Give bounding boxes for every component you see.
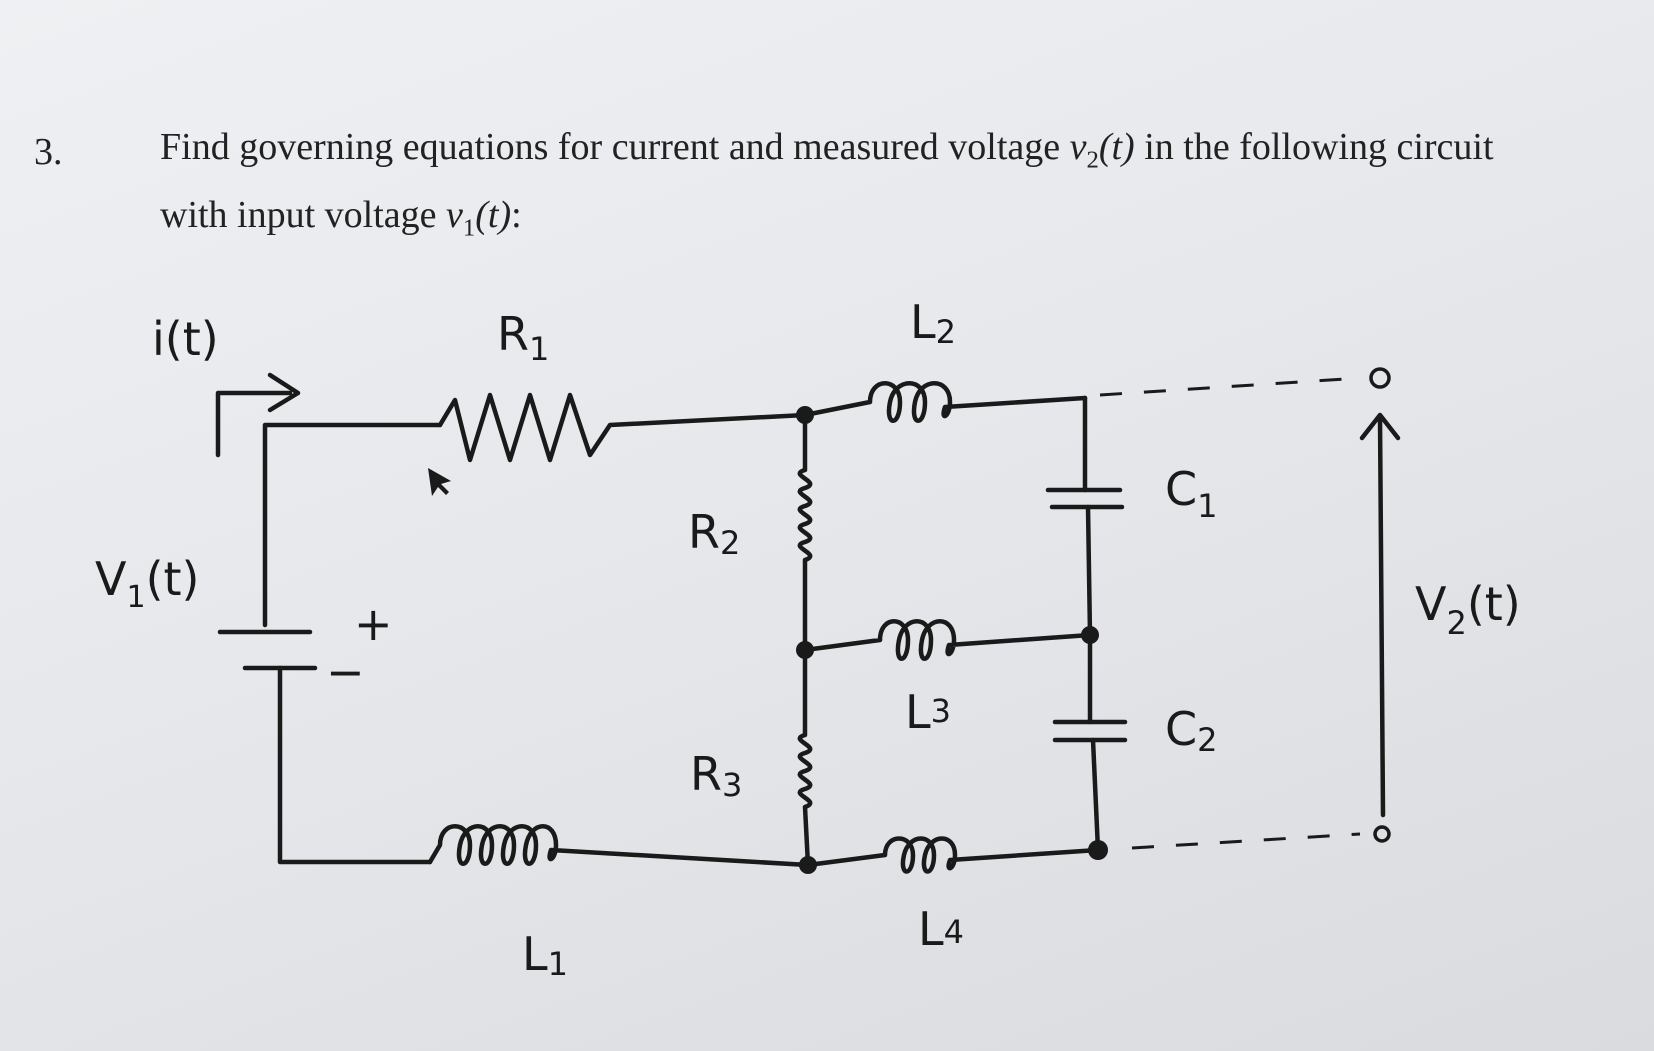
label-R3: R3 xyxy=(690,747,742,804)
output-dash-top xyxy=(1099,376,1361,397)
node-c1-c2-junction xyxy=(1081,626,1099,644)
output-voltage-arrow xyxy=(1359,412,1401,818)
L3-inductor xyxy=(802,619,1093,661)
label-C2: C2 xyxy=(1165,702,1217,759)
cursor-arrow-icon xyxy=(428,468,451,496)
wire-c2-bottom xyxy=(1090,737,1101,853)
wire-c1-bottom xyxy=(1085,504,1093,638)
v1-subscript: 1 xyxy=(462,214,476,242)
label-R2: R2 xyxy=(688,505,740,562)
label-C1: C1 xyxy=(1165,462,1217,525)
wire-top-left xyxy=(262,422,443,628)
v2-subscript: 2 xyxy=(1086,146,1099,174)
label-source: V1(t) xyxy=(95,552,200,615)
label-L3: L3 xyxy=(905,685,951,739)
statement-line1-post: in the following circuit xyxy=(1134,126,1494,168)
L2-inductor xyxy=(802,381,1088,423)
v1-symbol: v xyxy=(446,193,463,236)
label-L4: L4 xyxy=(918,902,964,956)
L1-inductor xyxy=(427,824,811,868)
problem-number: 3. xyxy=(34,131,63,173)
label-output: V2(t) xyxy=(1415,577,1521,642)
statement-line1-pre: Find governing equations for current and… xyxy=(160,126,1070,168)
output-dash-bottom xyxy=(1131,832,1361,850)
R3-resistor xyxy=(797,647,813,868)
label-L1: L1 xyxy=(522,927,568,983)
v1-argument: (t) xyxy=(475,193,512,236)
node-bottom-junction xyxy=(799,856,817,874)
label-minus: − xyxy=(326,645,365,699)
current-arrow xyxy=(215,372,301,458)
R1-resistor xyxy=(437,392,808,463)
label-R1: R1 xyxy=(497,307,549,368)
output-terminal-top xyxy=(1369,367,1391,389)
v2-symbol: v xyxy=(1069,126,1087,168)
label-current: i(t) xyxy=(152,312,219,366)
problem-statement: Find governing equations for current and… xyxy=(160,120,1630,255)
label-plus: + xyxy=(354,597,393,651)
node-bottom-right-junction xyxy=(1088,840,1108,860)
output-terminal-bottom xyxy=(1373,825,1391,843)
R2-resistor xyxy=(797,412,813,653)
node-top-junction xyxy=(796,406,814,424)
v2-argument: (t) xyxy=(1098,126,1135,168)
statement-line2-post: : xyxy=(511,193,522,236)
L4-inductor xyxy=(805,836,1101,874)
statement-line2-pre: with input voltage xyxy=(160,193,447,236)
node-middle-junction xyxy=(796,641,814,659)
label-L2: L2 xyxy=(910,295,956,351)
wire-bottom-left xyxy=(277,665,433,865)
